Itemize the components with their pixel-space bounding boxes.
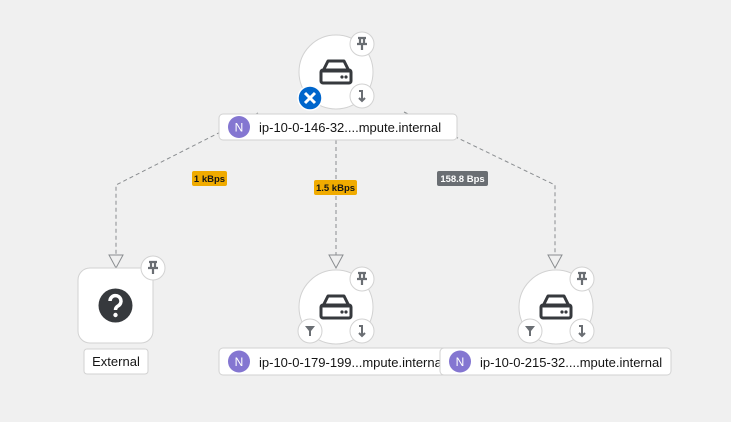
- svg-text:1 kBps: 1 kBps: [194, 174, 225, 185]
- arrowhead-icon: [108, 254, 124, 270]
- svg-text:158.8 Bps: 158.8 Bps: [440, 174, 484, 185]
- edge-label-node-215: 158.8 Bps: [437, 171, 488, 186]
- node-label: ip-10-0-215-32....mpute.internal: [480, 355, 662, 370]
- pin-icon[interactable]: [348, 265, 376, 293]
- node-external[interactable]: External: [77, 254, 167, 375]
- svg-text:N: N: [235, 355, 244, 369]
- node-ip-10-0-146-32[interactable]: N ip-10-0-146-32....mpute.internal: [218, 30, 458, 141]
- filter-icon[interactable]: [297, 318, 323, 344]
- collapse-icon[interactable]: [569, 318, 595, 344]
- edge-label-external: 1 kBps: [192, 171, 227, 186]
- node-label: ip-10-0-146-32....mpute.internal: [259, 120, 441, 135]
- node-type-badge: [228, 116, 250, 138]
- edge-label-node-179: 1.5 kBps: [314, 180, 357, 195]
- node-type-badge: [228, 350, 250, 373]
- svg-text:N: N: [235, 121, 244, 135]
- pin-icon[interactable]: [139, 254, 167, 282]
- node-label: ip-10-0-179-199...mpute.internal: [259, 355, 445, 370]
- node-ip-10-0-179-199[interactable]: N ip-10-0-179-199...mpute.internal: [218, 265, 458, 376]
- filter-icon[interactable]: [517, 318, 543, 344]
- node-ip-10-0-215-32[interactable]: N ip-10-0-215-32....mpute.internal: [439, 265, 672, 376]
- collapse-icon[interactable]: [349, 318, 375, 344]
- arrowhead-icon: [328, 254, 344, 270]
- question-circle-icon: [98, 288, 133, 323]
- node-type-badge: [449, 350, 471, 373]
- svg-text:N: N: [456, 355, 465, 369]
- edge-to-external[interactable]: [108, 112, 259, 270]
- svg-text:1.5 kBps: 1.5 kBps: [316, 183, 355, 194]
- collapse-icon[interactable]: [349, 83, 375, 109]
- pin-icon[interactable]: [348, 30, 376, 58]
- edge-to-node-215[interactable]: [403, 111, 563, 270]
- close-icon[interactable]: [297, 85, 323, 111]
- arrowhead-icon: [547, 254, 563, 270]
- pin-icon[interactable]: [568, 265, 596, 293]
- edge-to-node-179[interactable]: [328, 140, 344, 270]
- node-label: External: [92, 354, 140, 369]
